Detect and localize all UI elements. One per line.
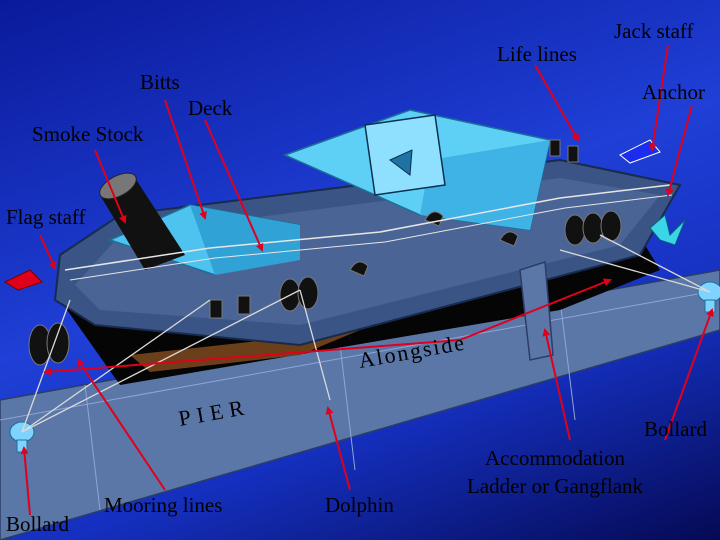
label-mooring-lines: Mooring lines — [104, 493, 222, 517]
label-anchor: Anchor — [642, 80, 705, 104]
label-bollard-right: Bollard — [644, 417, 707, 441]
pier-divider — [559, 299, 576, 421]
label-bollard-left: Bollard — [6, 512, 69, 536]
label-accommodation-line2: Ladder or Gangflank — [467, 474, 644, 498]
anchor-icon — [649, 214, 686, 246]
pier-edge-line — [0, 289, 720, 421]
label-flag-staff: Flag staff — [6, 205, 86, 229]
label-dolphin: Dolphin — [325, 493, 394, 517]
label-life-lines: Life lines — [497, 42, 577, 66]
bitts-group-forward — [28, 210, 622, 366]
pier-divider — [84, 384, 101, 511]
life-lines — [69, 194, 673, 281]
label-jack-staff: Jack staff — [614, 19, 694, 43]
label-arrows — [20, 44, 714, 516]
label-smoke-stock: Smoke Stock — [32, 122, 144, 146]
smoke-stack-top — [99, 172, 137, 200]
label-deck: Deck — [188, 96, 233, 120]
life-lines — [64, 184, 671, 271]
flag — [3, 269, 43, 291]
deckhouse-main-front — [420, 140, 550, 230]
label-accommodation-line1: Accommodation — [485, 446, 625, 470]
deck-bollards — [209, 139, 579, 319]
pier-divider — [339, 344, 356, 471]
smoke-stack — [100, 178, 185, 270]
label-bitts: Bitts — [140, 70, 180, 94]
bridge-triangle — [389, 149, 413, 176]
